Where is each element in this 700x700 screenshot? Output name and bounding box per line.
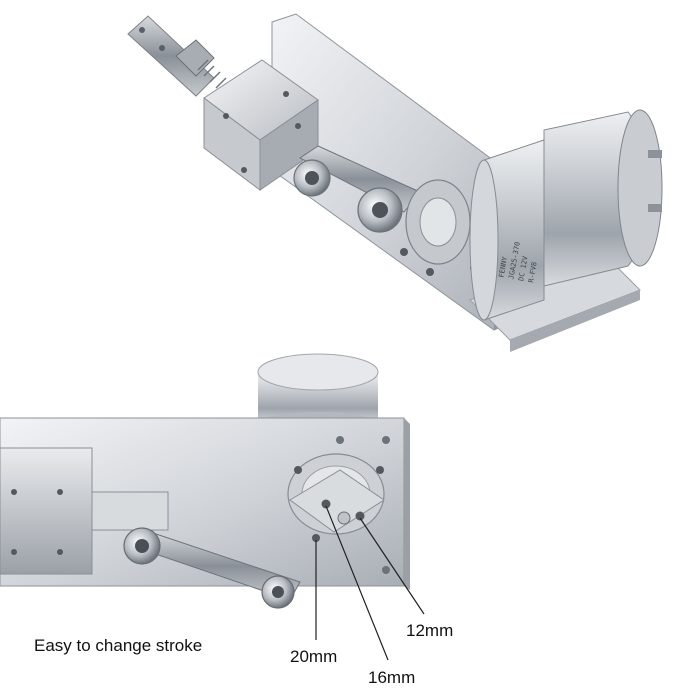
crank-linkage [293, 145, 482, 276]
hole-label-12mm: 12mm [406, 621, 454, 640]
bottom-slide-rail [0, 447, 169, 575]
threaded-rod [127, 15, 227, 97]
hole-20mm [312, 534, 320, 542]
crank-disc [287, 453, 385, 542]
stroke-caption: Easy to change stroke [34, 636, 203, 655]
slide-block [203, 59, 319, 191]
dimension-leaders [315, 505, 425, 661]
motor-label-line: R-FV8 [527, 261, 539, 283]
actuator-bottom-view [0, 353, 425, 661]
hole-label-16mm: 16mm [368, 668, 416, 687]
gear-motor: FENNY JGA25-370 DC 12V R-FV8 [469, 109, 663, 321]
hole-label-20mm: 20mm [290, 647, 338, 666]
hole-12mm [355, 511, 365, 521]
motor-label-line: FENNY [498, 255, 510, 278]
hole-16mm [321, 499, 331, 509]
bottom-linkage [123, 527, 301, 609]
actuator-top-view: FENNY JGA25-370 DC 12V R-FV8 [127, 13, 663, 352]
